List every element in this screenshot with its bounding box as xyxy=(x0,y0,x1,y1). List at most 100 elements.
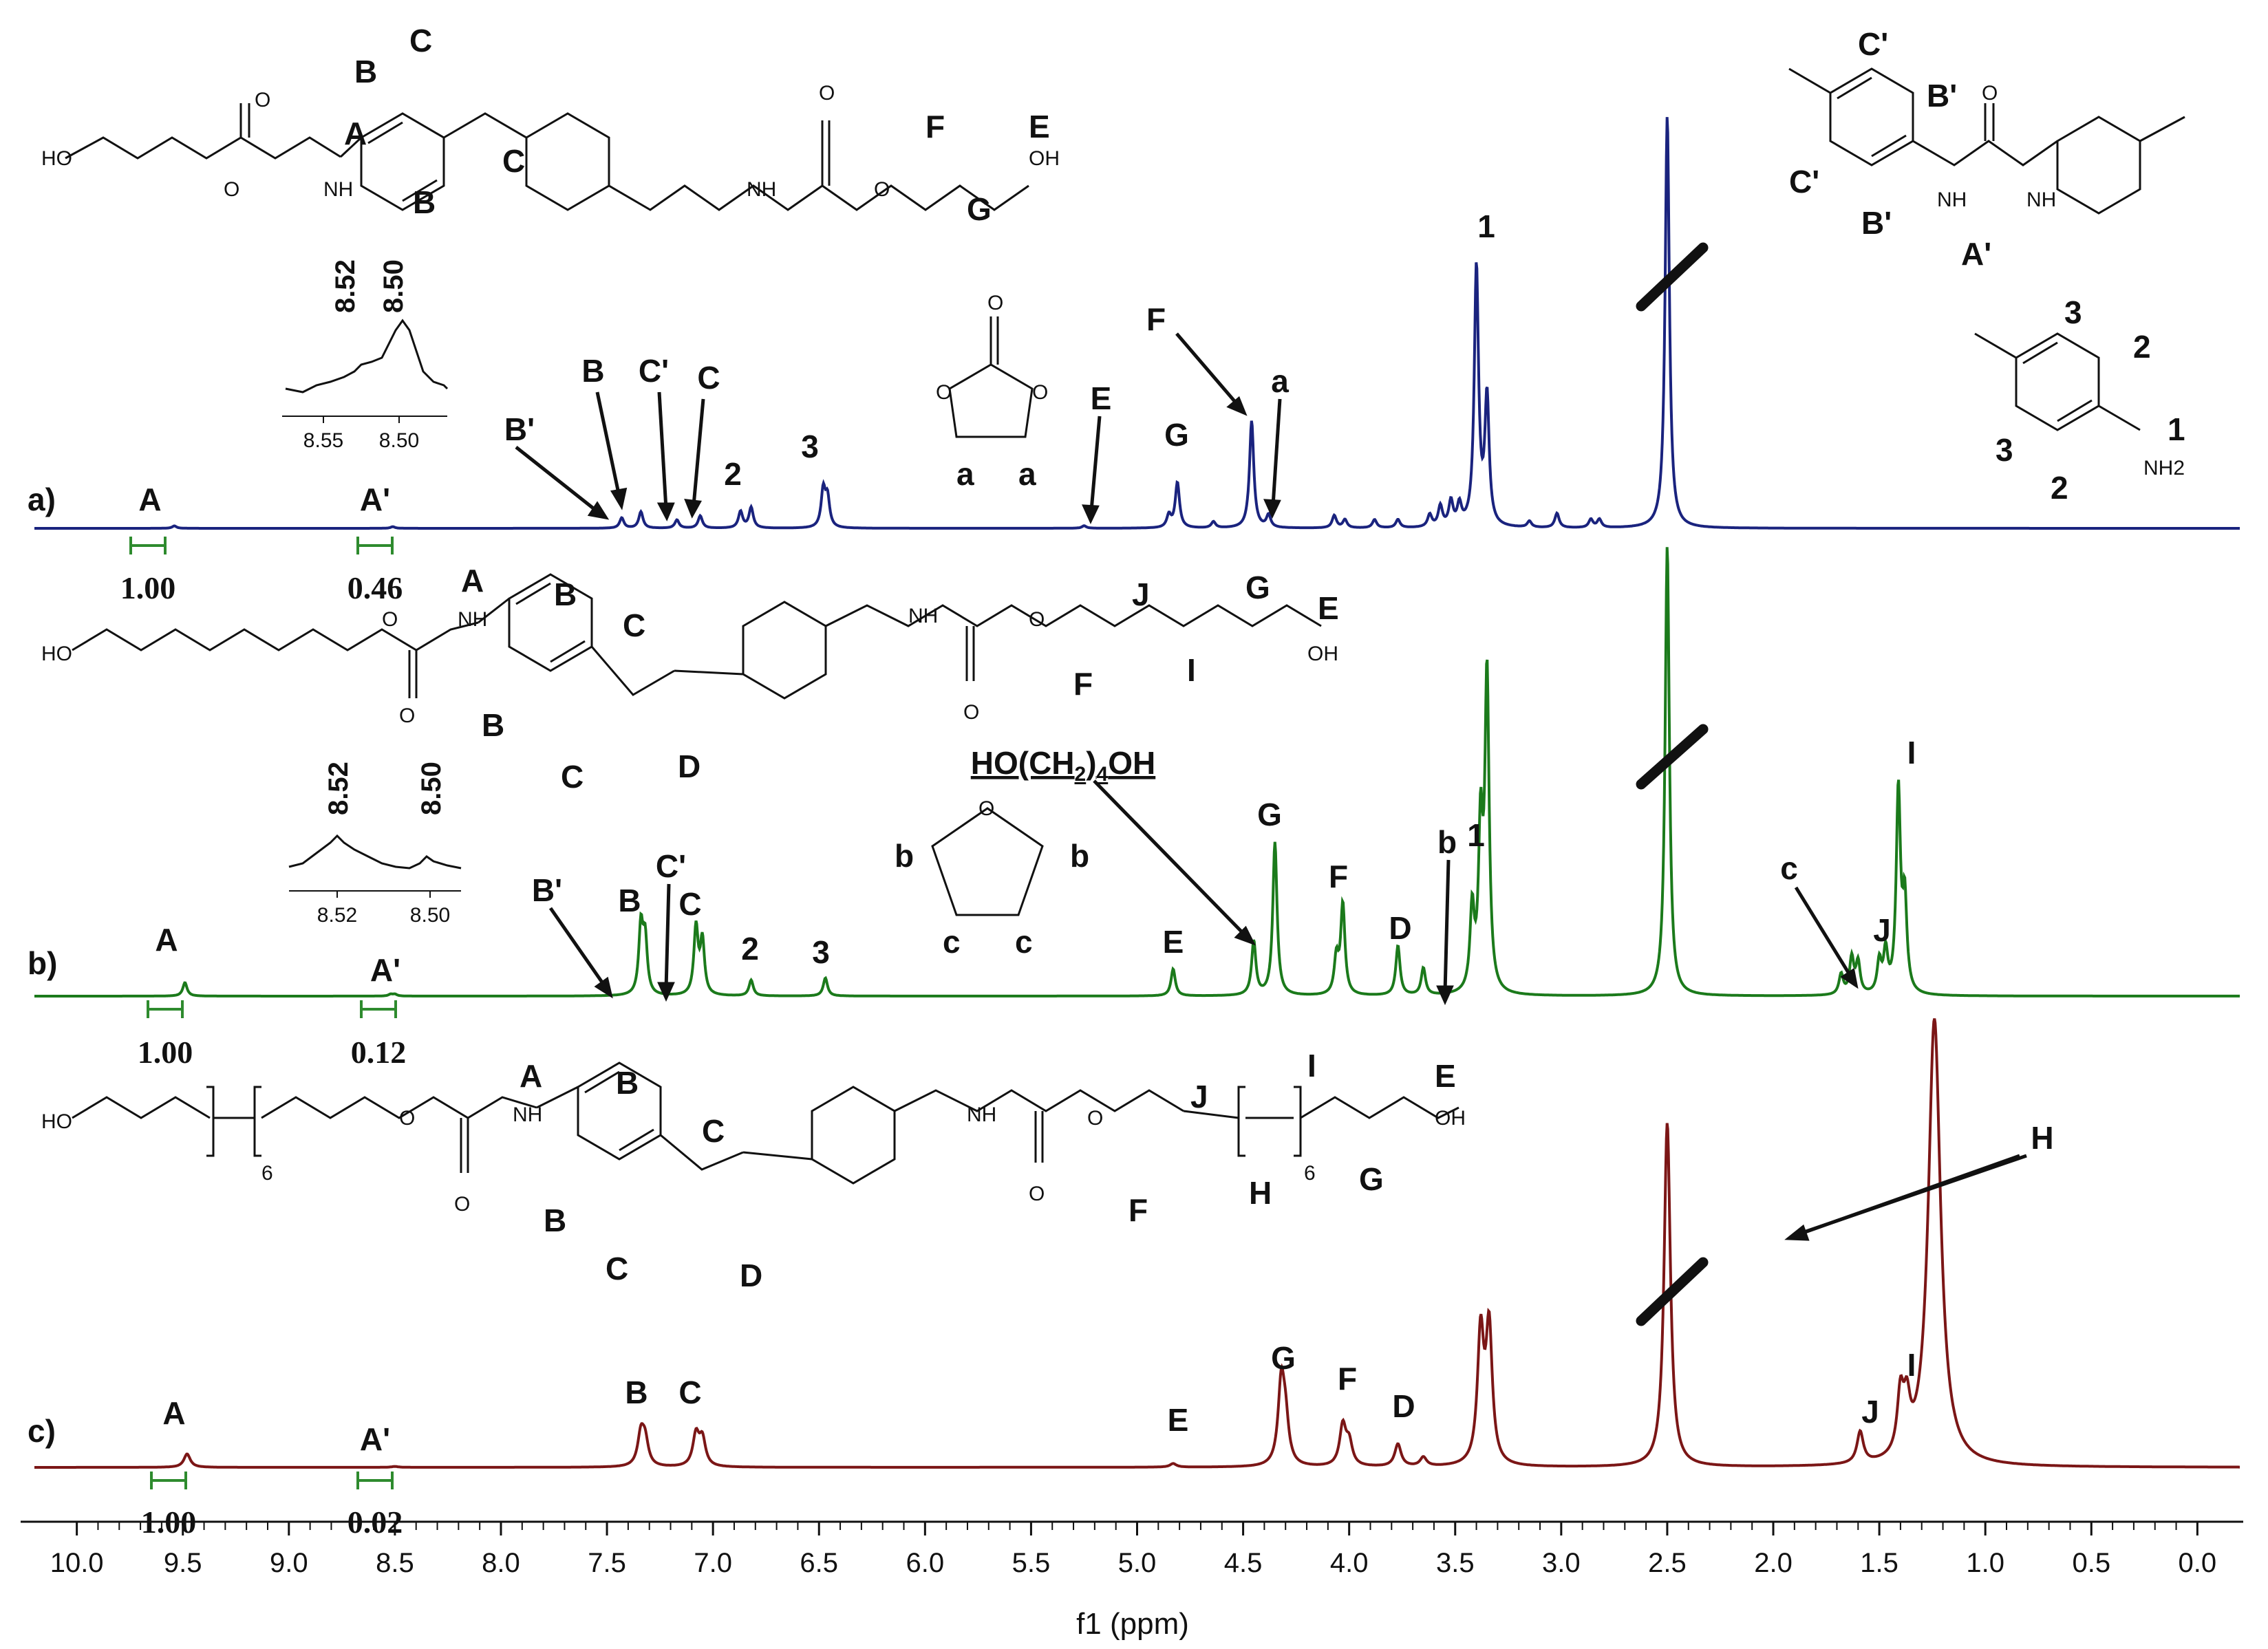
svg-text:b: b xyxy=(1070,838,1089,874)
label-arrows xyxy=(515,332,2027,1237)
svg-text:D: D xyxy=(740,1258,762,1293)
svg-text:F: F xyxy=(926,109,945,144)
svg-text:O: O xyxy=(987,292,1003,314)
svg-text:O: O xyxy=(454,1193,470,1216)
peak-label-b-B: B xyxy=(618,883,641,918)
svg-text:O: O xyxy=(382,608,398,631)
peak-label-c-E: E xyxy=(1168,1402,1189,1438)
peak-label-a-Bprime: B' xyxy=(504,411,535,447)
x-tick-label: 6.0 xyxy=(906,1548,945,1578)
x-tick-label: 0.5 xyxy=(2072,1548,2110,1578)
peak-label-b-1: 1 xyxy=(1467,817,1485,853)
spectrum-trace-a xyxy=(34,117,2240,530)
svg-text:6: 6 xyxy=(1304,1162,1316,1185)
svg-text:I: I xyxy=(1187,652,1196,688)
svg-text:8.50: 8.50 xyxy=(378,259,409,313)
peak-label-c-A: A xyxy=(162,1395,185,1431)
spectrum-trace-c xyxy=(34,1018,2240,1469)
integrals xyxy=(129,537,397,1489)
svg-text:E: E xyxy=(1318,590,1339,626)
svg-text:O: O xyxy=(819,82,835,105)
structure-a-amine xyxy=(1974,332,2141,431)
svg-text:B: B xyxy=(616,1065,639,1101)
x-tick-label: 5.5 xyxy=(1012,1548,1051,1578)
svg-text:O: O xyxy=(1982,82,1998,105)
integral-a-A-prime: 0.46 xyxy=(347,570,403,605)
peak-label-a-Aprime: A' xyxy=(360,482,390,517)
peak-label-c-Aprime: A' xyxy=(360,1421,390,1457)
svg-text:A: A xyxy=(461,563,484,599)
svg-text:F: F xyxy=(1128,1192,1148,1228)
svg-text:B: B xyxy=(482,707,504,743)
x-tick-label: 3.0 xyxy=(1542,1548,1581,1578)
x-axis-label: f1 (ppm) xyxy=(1076,1607,1189,1641)
svg-text:8.52: 8.52 xyxy=(323,762,354,815)
peak-label-b-J: J xyxy=(1873,912,1891,948)
structure-c-main xyxy=(72,1061,1459,1185)
svg-text:NH: NH xyxy=(323,178,353,201)
peak-label-c-G: G xyxy=(1271,1340,1296,1376)
peak-label-b-E: E xyxy=(1163,924,1184,960)
svg-text:E: E xyxy=(1029,109,1050,144)
peak-label-b-3: 3 xyxy=(812,934,830,970)
svg-text:HO: HO xyxy=(41,1110,72,1133)
inset-b: 8.52 8.50 8.52 8.50 xyxy=(288,762,462,927)
svg-text:B': B' xyxy=(1927,78,1957,114)
peak-label-b-diol: HO(CH2)4OH xyxy=(971,745,1155,786)
break-mark-b xyxy=(1636,724,1709,790)
structure-a-urea xyxy=(1788,67,2185,215)
peak-label-c-C: C xyxy=(678,1375,701,1410)
svg-text:1: 1 xyxy=(2168,411,2185,447)
peak-label-c-D: D xyxy=(1392,1388,1415,1424)
x-tick-label: 2.0 xyxy=(1754,1548,1793,1578)
svg-text:O: O xyxy=(399,704,415,727)
peak-label-a-E: E xyxy=(1091,380,1112,416)
x-tick-label: 1.0 xyxy=(1966,1548,2004,1578)
spectrum-trace-b xyxy=(34,547,2240,998)
svg-text:NH2: NH2 xyxy=(2143,457,2185,479)
svg-text:C: C xyxy=(502,143,525,179)
svg-text:O: O xyxy=(936,381,952,404)
structure-b-thf xyxy=(931,807,1044,916)
svg-text:A': A' xyxy=(1961,236,1991,272)
svg-text:C: C xyxy=(561,759,584,795)
structure-a-main xyxy=(65,103,1029,211)
peak-label-c-H: H xyxy=(2031,1120,2053,1156)
peak-label-b-D: D xyxy=(1389,910,1411,946)
spectrum-label-a: a) xyxy=(28,482,56,517)
peak-label-a-F: F xyxy=(1146,301,1166,337)
svg-text:a: a xyxy=(1018,456,1036,492)
peak-label-a-G: G xyxy=(1164,417,1189,453)
integral-c-A: 1.00 xyxy=(141,1505,197,1540)
spectrum-label-c: c) xyxy=(28,1413,56,1449)
x-tick-label: 10.0 xyxy=(50,1548,104,1578)
peak-label-b-I: I xyxy=(1907,735,1916,770)
peak-label-b-A: A xyxy=(155,922,178,958)
svg-text:B: B xyxy=(544,1203,566,1238)
svg-text:8.50: 8.50 xyxy=(416,762,447,815)
svg-text:O: O xyxy=(1029,1183,1045,1205)
svg-text:8.50: 8.50 xyxy=(379,429,419,452)
svg-text:B: B xyxy=(554,576,577,612)
svg-text:O: O xyxy=(1087,1107,1103,1130)
peak-label-b-b: b xyxy=(1437,824,1457,860)
peak-label-b-2: 2 xyxy=(741,931,759,967)
x-tick-label: 9.5 xyxy=(164,1548,202,1578)
svg-text:B': B' xyxy=(1861,205,1892,241)
svg-text:NH: NH xyxy=(458,608,487,631)
peak-label-a-A: A xyxy=(138,482,161,517)
x-tick-label: 6.5 xyxy=(800,1548,838,1578)
svg-text:D: D xyxy=(678,748,700,784)
x-tick-label: 0.0 xyxy=(2179,1548,2217,1578)
svg-text:G: G xyxy=(1359,1161,1384,1197)
svg-text:NH: NH xyxy=(1937,188,1967,211)
peak-label-a-C: C xyxy=(697,360,720,396)
svg-text:8.52: 8.52 xyxy=(317,904,357,927)
svg-text:3: 3 xyxy=(1996,432,2013,468)
svg-text:J: J xyxy=(1190,1079,1208,1114)
svg-text:NH: NH xyxy=(747,178,776,201)
svg-text:C': C' xyxy=(1858,26,1888,62)
peak-label-c-F: F xyxy=(1338,1361,1357,1397)
svg-text:O: O xyxy=(963,701,979,724)
